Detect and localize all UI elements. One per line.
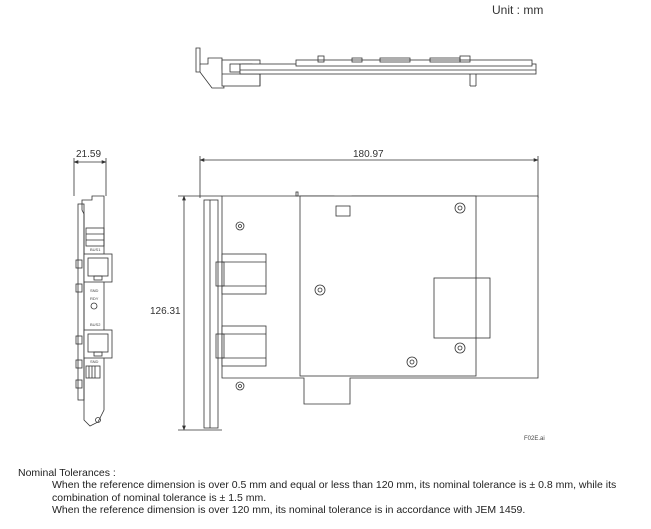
dimension-width: 21.59 bbox=[76, 149, 101, 160]
dimension-height: 126.31 bbox=[150, 306, 181, 317]
bracket-label-rdy: RDY bbox=[90, 296, 99, 301]
tolerance-heading: Nominal Tolerances : bbox=[18, 467, 116, 479]
tolerance-line-3: When the reference dimension is over 120… bbox=[52, 503, 526, 516]
front-view bbox=[178, 156, 539, 431]
bracket-label-snd1: SND bbox=[90, 288, 99, 293]
dimension-length: 180.97 bbox=[353, 149, 384, 160]
bracket-label-bus1: BUS1 bbox=[90, 247, 101, 252]
bracket-label-snd2: SND bbox=[90, 359, 99, 364]
bracket-label-bus2: BUS2 bbox=[90, 322, 101, 327]
top-view bbox=[195, 47, 537, 89]
tolerance-notes: Nominal Tolerances : When the reference … bbox=[18, 467, 638, 516]
unit-label: Unit : mm bbox=[492, 3, 544, 17]
bracket-view: BUS1 SND RDY BUS2 SND bbox=[73, 158, 113, 427]
tolerance-line-1: When the reference dimension is over 0.5… bbox=[52, 479, 617, 492]
tolerance-line-2: combination of nominal tolerance is ± 1.… bbox=[52, 491, 267, 504]
figure-id: F02E.ai bbox=[524, 436, 545, 442]
